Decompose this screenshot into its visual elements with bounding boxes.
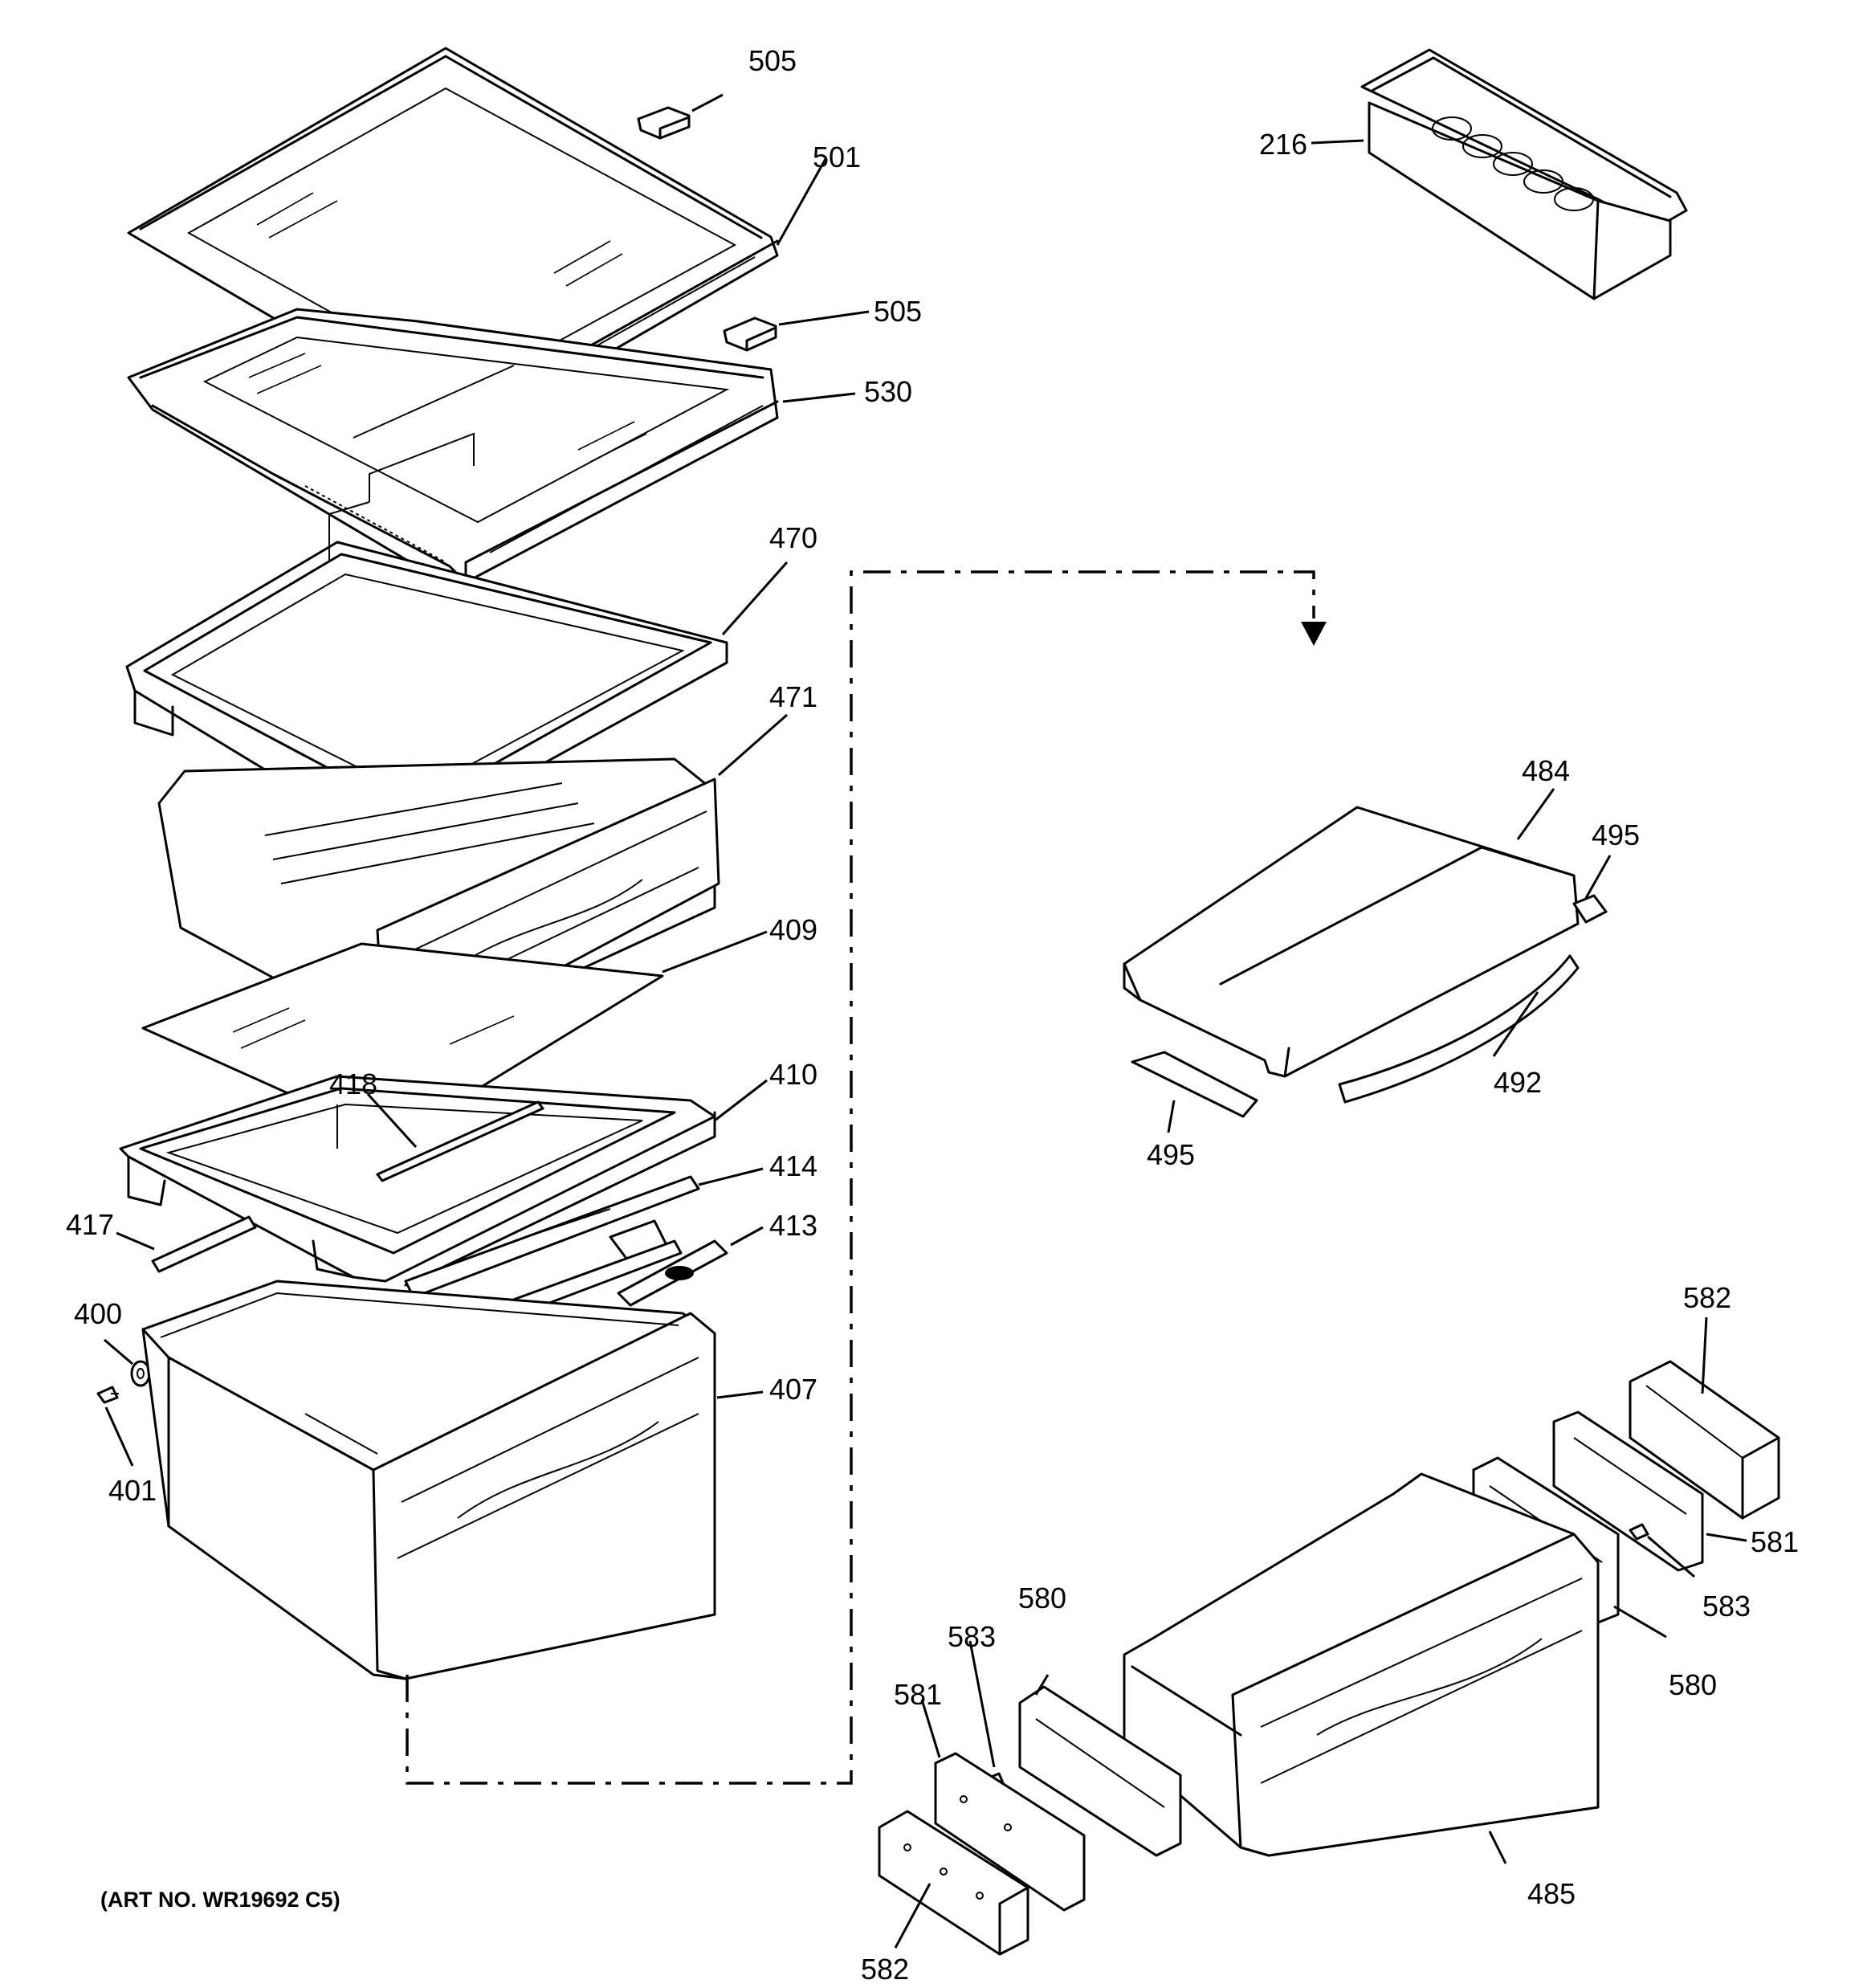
callout-413: 413 xyxy=(769,1209,817,1242)
part-580-slide-left xyxy=(1018,1685,1182,1857)
dash-dot-reference-line xyxy=(406,570,1327,1785)
callout-407: 407 xyxy=(769,1373,817,1406)
art-number: (ART NO. WR19692 C5) xyxy=(100,1888,340,1912)
callout-401: 401 xyxy=(108,1474,157,1507)
part-418-rod xyxy=(376,1100,544,1182)
part-401-screw xyxy=(96,1386,119,1404)
callout-581-right: 581 xyxy=(1751,1525,1799,1558)
part-505-clip-lower xyxy=(723,316,777,352)
callout-505-lower: 505 xyxy=(874,295,922,328)
part-505-clip-top xyxy=(637,106,691,140)
callout-414: 414 xyxy=(769,1149,817,1182)
callout-485: 485 xyxy=(1527,1877,1576,1910)
part-407-crisper-drawer xyxy=(141,1280,716,1680)
callout-471: 471 xyxy=(769,680,817,713)
callout-580-left: 580 xyxy=(1018,1582,1066,1614)
callout-581-left: 581 xyxy=(894,1678,942,1711)
part-492-handle-strip xyxy=(1338,954,1580,1104)
part-581-slide-bracket-left xyxy=(934,1752,1086,1912)
callout-582-right: 582 xyxy=(1683,1281,1731,1314)
part-582-slide-cover-left xyxy=(878,1810,1029,1956)
part-417-rail xyxy=(151,1215,257,1273)
callout-495-right: 495 xyxy=(1592,818,1640,851)
part-530-shelf-frame xyxy=(127,308,779,584)
callout-417: 417 xyxy=(66,1208,114,1241)
callout-501: 501 xyxy=(813,141,861,173)
callout-418: 418 xyxy=(329,1067,377,1100)
part-485-deli-drawer xyxy=(1123,1472,1600,1857)
part-216-bin xyxy=(1360,48,1688,300)
part-484-cover xyxy=(1123,806,1580,1078)
part-495-rail-right xyxy=(1572,894,1608,924)
callout-492: 492 xyxy=(1494,1066,1542,1099)
callout-400: 400 xyxy=(74,1297,122,1330)
callout-409: 409 xyxy=(769,913,817,946)
callout-583-left: 583 xyxy=(948,1620,996,1653)
callout-580-right: 580 xyxy=(1669,1668,1717,1701)
callout-582-left: 582 xyxy=(861,1953,909,1986)
callout-505-top: 505 xyxy=(748,44,797,77)
part-581-slide-bracket-right xyxy=(1552,1410,1704,1572)
callout-495-left: 495 xyxy=(1147,1138,1195,1171)
callout-216: 216 xyxy=(1259,128,1307,161)
callout-labels: 216 505 501 505 530 470 471 409 418 410 … xyxy=(66,44,1799,1986)
part-470-crisper-cover xyxy=(125,541,728,841)
callout-470: 470 xyxy=(769,521,817,554)
callout-530: 530 xyxy=(864,375,912,408)
part-582-slide-cover-right xyxy=(1629,1360,1780,1520)
callout-484: 484 xyxy=(1522,754,1570,787)
leader-lines xyxy=(104,93,1747,1949)
part-583-screw-right xyxy=(1629,1523,1649,1541)
callout-583-right: 583 xyxy=(1702,1590,1751,1623)
callout-410: 410 xyxy=(769,1058,817,1091)
part-495-rail-left xyxy=(1131,1051,1258,1118)
